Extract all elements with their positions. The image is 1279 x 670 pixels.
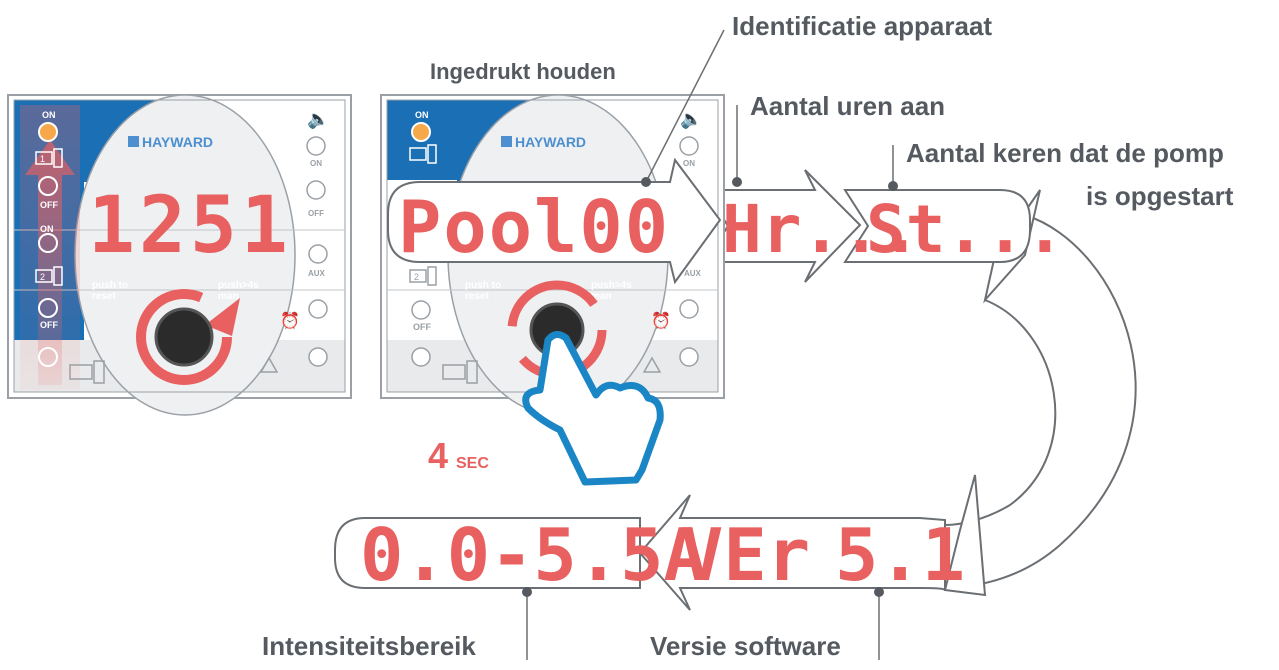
bottom-sequence-band: 0.0-5.5A VEr 5.1 bbox=[334, 494, 965, 611]
push-reset-label-right: push to bbox=[465, 280, 501, 291]
aux-led bbox=[308, 244, 328, 264]
pump2-icon bbox=[35, 266, 63, 286]
speaker-icon-right: 🔈 bbox=[680, 109, 702, 130]
software-label: Versie software bbox=[650, 631, 841, 661]
hayward-logo-mark-right bbox=[501, 136, 512, 147]
status-off-label: OFF bbox=[40, 200, 58, 210]
rotate-indicator bbox=[136, 289, 232, 385]
push-man-label: push>4s bbox=[218, 280, 259, 291]
starts-dot bbox=[888, 181, 898, 191]
pump-icon-right bbox=[442, 360, 478, 384]
range-display: 0.0-5.5A bbox=[360, 513, 707, 597]
control-panel-left: ON OFF ON OFF 1 2 HAYWARD 1251 push to r… bbox=[7, 94, 352, 416]
pump2-badge-right: 2 bbox=[414, 272, 419, 282]
hold-label: Ingedrukt houden bbox=[430, 59, 616, 84]
device-id-label: Identificatie apparaat bbox=[732, 11, 992, 41]
speaker-icon: 🔈 bbox=[307, 109, 329, 130]
warning-icon-right bbox=[642, 356, 662, 373]
hayward-logo-right: HAYWARD bbox=[515, 134, 586, 150]
push-reset-label-2: reset bbox=[92, 291, 117, 302]
starts-label-1: Aantal keren dat de pomp bbox=[906, 138, 1224, 168]
pump1-icon-right bbox=[409, 144, 437, 164]
push-man-label-2: man bbox=[218, 291, 239, 302]
timer-unit: SEC bbox=[456, 455, 489, 472]
aux-on-led bbox=[306, 136, 326, 156]
warning-icon bbox=[259, 356, 279, 373]
push-reset-label-right-2: reset bbox=[465, 291, 490, 302]
push-man-label-right-2: man bbox=[591, 291, 612, 302]
device-id-display-overlay: Pool00 bbox=[398, 185, 670, 269]
hours-label: Aantal uren aan bbox=[750, 91, 945, 121]
device-id-dot bbox=[641, 177, 651, 187]
version-value-display: 5.1 bbox=[835, 513, 965, 597]
starts-display: St... bbox=[866, 191, 1065, 268]
device-id-leader bbox=[645, 29, 725, 183]
pump1-icon bbox=[35, 148, 63, 168]
clock-icon: ⏰ bbox=[280, 311, 300, 330]
software-dot bbox=[874, 587, 884, 597]
intensity-label: Intensiteitsbereik bbox=[262, 631, 476, 661]
clock-icon-right: ⏰ bbox=[651, 311, 671, 330]
main-knob-left[interactable] bbox=[154, 307, 214, 367]
main-display: 1251 bbox=[88, 181, 292, 271]
hayward-logo: HAYWARD bbox=[142, 134, 213, 150]
top-sequence-band-overlay: Pool00 bbox=[387, 157, 722, 285]
hours-display: Hr... bbox=[722, 191, 921, 268]
pump-icon bbox=[69, 360, 105, 384]
push-reset-label: push to bbox=[92, 280, 128, 291]
pump2-icon-right bbox=[409, 266, 437, 286]
starts-label-2: is opgestart bbox=[1086, 181, 1234, 211]
right-on-label: ON bbox=[310, 159, 322, 168]
right-aux-label-right: AUX bbox=[684, 269, 702, 278]
right-on-label-right: ON bbox=[683, 159, 695, 168]
status-off2-label: OFF bbox=[40, 320, 58, 330]
timer-value: 4 bbox=[428, 435, 448, 476]
intensity-dot bbox=[522, 587, 532, 597]
rotate-arrowhead bbox=[205, 298, 240, 336]
hand-pointer-icon bbox=[522, 331, 664, 486]
hayward-logo-mark bbox=[128, 136, 139, 147]
status-on2-label: ON bbox=[40, 224, 54, 234]
status-on-label-right: ON bbox=[415, 110, 429, 120]
pump1-badge: 1 bbox=[40, 154, 45, 164]
hours-dot bbox=[732, 177, 742, 187]
pump2-badge: 2 bbox=[40, 272, 45, 282]
status-off-label-right: OFF bbox=[413, 322, 431, 332]
version-label-display: VEr bbox=[680, 513, 810, 597]
status-on-label: ON bbox=[42, 110, 56, 120]
right-off-label: OFF bbox=[308, 209, 324, 218]
push-man-label-right: push>4s bbox=[591, 280, 632, 291]
right-aux-label: AUX bbox=[308, 269, 326, 278]
pump1-led bbox=[38, 176, 58, 196]
power-on-led-right bbox=[411, 122, 431, 142]
power-on-led bbox=[38, 122, 58, 142]
